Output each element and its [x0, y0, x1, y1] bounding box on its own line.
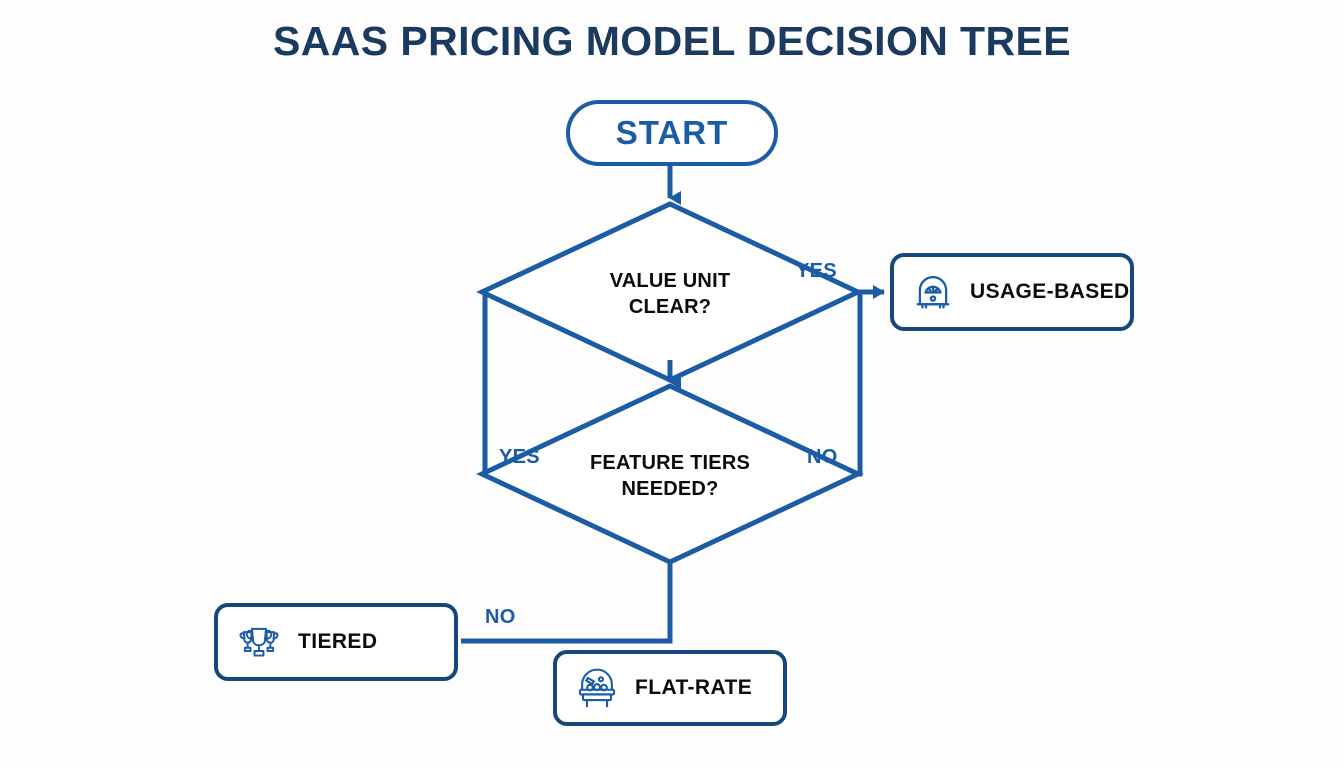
node-decision-value-unit-text: VALUE UNIT CLEAR?	[540, 268, 800, 321]
decision-feature-tiers-line1: FEATURE TIERS	[589, 452, 750, 474]
edge-label-feature-tiers-yes: YES	[499, 446, 540, 468]
node-usage-based-label: USAGE-BASED	[970, 280, 1130, 303]
edge-label-value-unit-yes: YES	[796, 260, 837, 282]
decision-diamond-feature-tiers	[476, 383, 864, 565]
node-flat-rate[interactable]: FLAT-RATE	[553, 650, 787, 726]
market-stall-icon	[575, 667, 619, 709]
node-usage-based[interactable]: USAGE-BASED	[890, 253, 1134, 331]
edge-label-bottom-no-to-tiered: NO	[485, 606, 516, 628]
decision-value-unit-line2: CLEAR?	[628, 296, 712, 319]
node-start[interactable]: START	[566, 100, 778, 166]
edge-label-feature-tiers-no: NO	[807, 446, 838, 468]
node-decision-feature-tiers-text: FEATURE TIERS NEEDED?	[540, 450, 800, 503]
node-tiered-label: TIERED	[298, 630, 378, 653]
trophies-icon	[236, 621, 282, 663]
node-start-label: START	[615, 114, 729, 151]
decision-diamond-value-unit	[476, 201, 864, 383]
decision-feature-tiers-line2: NEEDED?	[621, 478, 719, 501]
edge-feature-tiers-no-to-tiered	[461, 562, 673, 644]
gauge-meter-icon	[912, 271, 954, 313]
node-flat-rate-label: FLAT-RATE	[635, 676, 753, 699]
edge-right-vertical-to-feature-tiers	[857, 292, 863, 477]
decision-value-unit-line1: VALUE UNIT	[609, 270, 731, 292]
node-tiered[interactable]: TIERED	[214, 603, 458, 681]
page-title: SAAS PRICING MODEL DECISION TREE	[273, 18, 1071, 64]
edge-left-vertical-value-unit-to-feature-tiers	[482, 289, 488, 477]
